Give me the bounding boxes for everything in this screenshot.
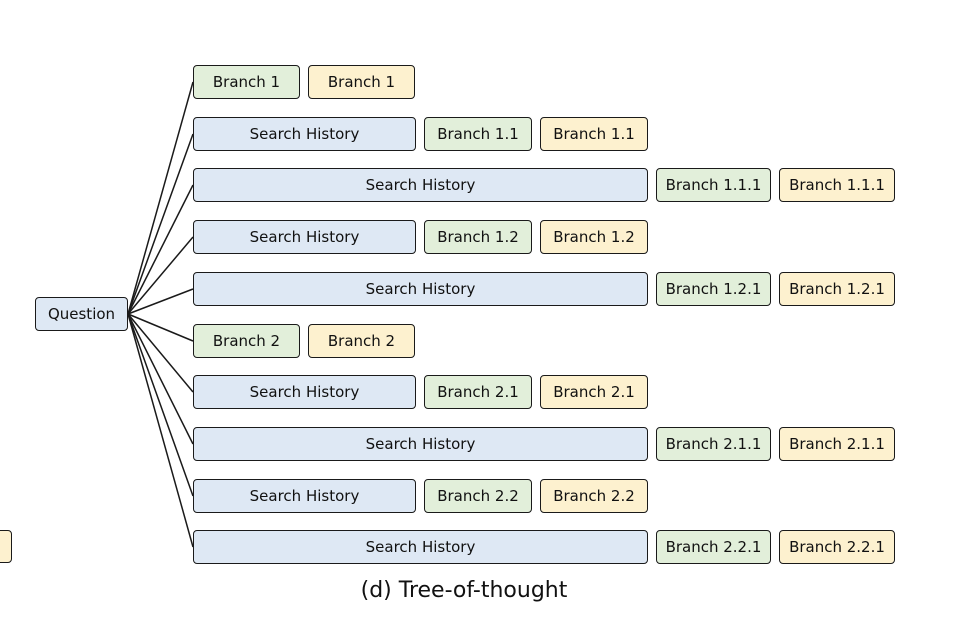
green-branch-box: Branch 2.1 xyxy=(424,375,532,409)
edge-line xyxy=(127,313,194,393)
search-history-box: Search History xyxy=(193,168,648,202)
edge-line xyxy=(127,313,194,342)
search-history-box: Search History xyxy=(193,530,648,564)
green-branch-box: Branch 1 xyxy=(193,65,300,99)
yellow-branch-box: Branch 2 xyxy=(308,324,415,358)
yellow-branch-box: Branch 2.1.1 xyxy=(779,427,895,461)
diagram-caption: (d) Tree-of-thought xyxy=(360,578,568,603)
question-node: Question xyxy=(35,297,128,331)
green-branch-box: Branch 2.2 xyxy=(424,479,532,513)
yellow-branch-box: Branch 1.1.1 xyxy=(779,168,895,202)
yellow-branch-box: Branch 2.1 xyxy=(540,375,648,409)
green-branch-box: Branch 2.1.1 xyxy=(656,427,771,461)
cropped-neighbor-box xyxy=(0,530,12,563)
yellow-branch-box: Branch 1 xyxy=(308,65,415,99)
edge-line xyxy=(127,313,194,548)
edge-line xyxy=(127,313,194,497)
green-branch-box: Branch 2.2.1 xyxy=(656,530,771,564)
green-branch-box: Branch 1.2 xyxy=(424,220,532,254)
edge-line xyxy=(127,236,194,315)
yellow-branch-box: Branch 1.1 xyxy=(540,117,648,151)
edge-line xyxy=(127,133,194,315)
green-branch-box: Branch 1.1.1 xyxy=(656,168,771,202)
search-history-box: Search History xyxy=(193,427,648,461)
edge-line xyxy=(127,313,194,445)
search-history-box: Search History xyxy=(193,479,416,513)
edge-line xyxy=(127,184,194,315)
green-branch-box: Branch 1.1 xyxy=(424,117,532,151)
green-branch-box: Branch 1.2.1 xyxy=(656,272,771,306)
search-history-box: Search History xyxy=(193,375,416,409)
yellow-branch-box: Branch 2.2.1 xyxy=(779,530,895,564)
search-history-box: Search History xyxy=(193,117,416,151)
yellow-branch-box: Branch 1.2 xyxy=(540,220,648,254)
edge-line xyxy=(127,288,194,315)
edge-line xyxy=(127,81,194,315)
green-branch-box: Branch 2 xyxy=(193,324,300,358)
search-history-box: Search History xyxy=(193,272,648,306)
yellow-branch-box: Branch 1.2.1 xyxy=(779,272,895,306)
search-history-box: Search History xyxy=(193,220,416,254)
yellow-branch-box: Branch 2.2 xyxy=(540,479,648,513)
